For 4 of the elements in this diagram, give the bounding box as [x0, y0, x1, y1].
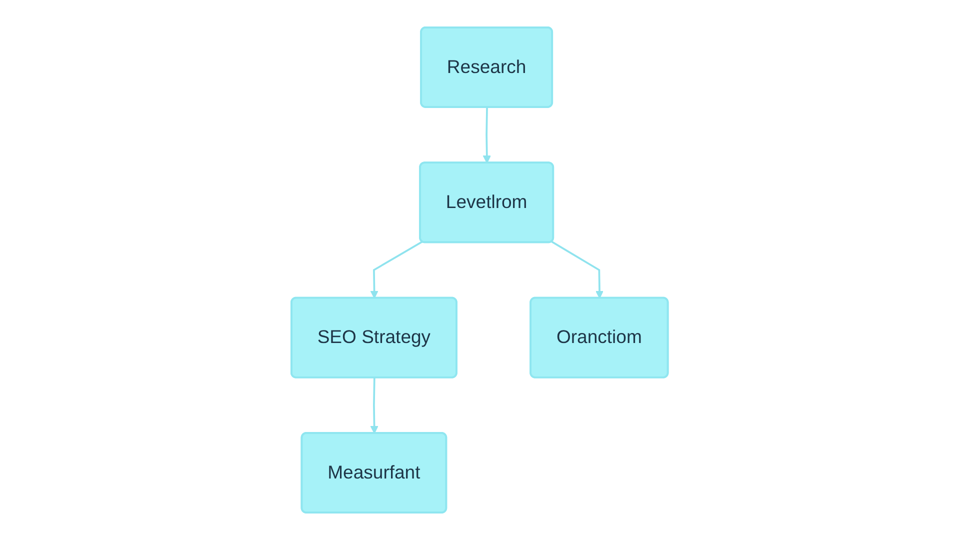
arrow [552, 240, 604, 299]
arrow [483, 108, 492, 164]
arrow [370, 378, 379, 434]
arrow [370, 240, 424, 299]
